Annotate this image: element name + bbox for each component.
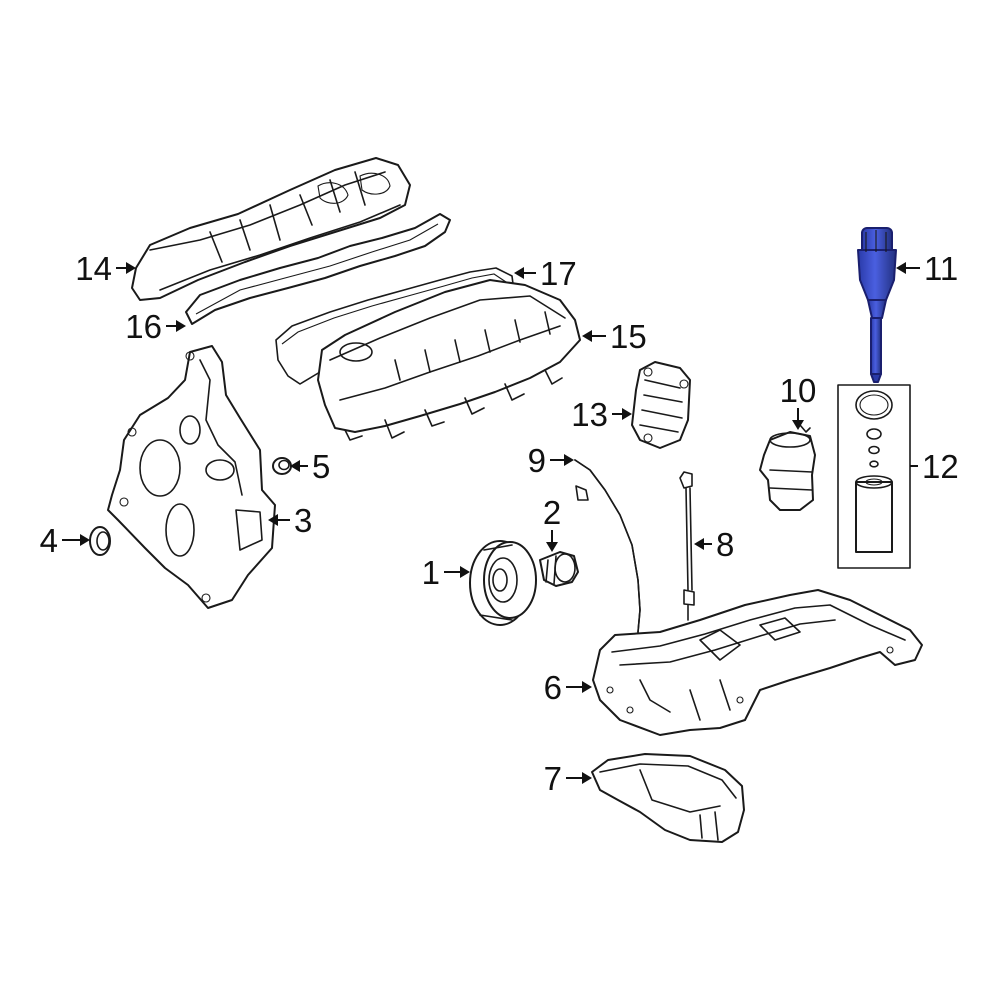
part-6-oil-pan-upper[interactable] — [592, 589, 923, 736]
callout-9: 9 — [528, 442, 546, 479]
part-1-pulley[interactable] — [469, 540, 537, 626]
part-3-timing-cover[interactable] — [107, 345, 276, 609]
part-15-valve-cover[interactable] — [317, 279, 581, 441]
callout-7: 7 — [544, 760, 562, 797]
part-10-filter-housing[interactable] — [759, 424, 816, 511]
callout-10: 10 — [780, 372, 817, 409]
part-13-oil-cooler[interactable] — [631, 361, 691, 449]
part-16-gasket[interactable] — [185, 213, 451, 325]
callout-15: 15 — [610, 318, 647, 355]
part-14-intake-cover[interactable] — [131, 157, 411, 301]
callout-17: 17 — [540, 255, 577, 292]
callout-6: 6 — [544, 669, 562, 706]
part-2-plug[interactable] — [539, 551, 579, 587]
callout-13: 13 — [571, 396, 608, 433]
callout-14: 14 — [75, 250, 112, 287]
callout-3: 3 — [294, 502, 312, 539]
callout-11: 11 — [924, 250, 958, 287]
callout-12: 12 — [922, 448, 959, 485]
callout-5: 5 — [312, 448, 330, 485]
part-9-dipstick-tube[interactable] — [574, 459, 641, 633]
part-7-oil-pan-lower[interactable] — [591, 753, 745, 843]
callout-labels: 1 2 3 4 5 6 7 8 9 10 11 12 13 14 15 16 1… — [40, 250, 959, 797]
part-8-dipstick[interactable] — [679, 471, 695, 621]
callout-1: 1 — [422, 554, 440, 591]
part-12-filter-kit[interactable] — [837, 384, 911, 569]
callout-16: 16 — [125, 308, 162, 345]
part-4-seal[interactable] — [89, 526, 111, 556]
part-11-oil-filler-cap[interactable] — [857, 227, 897, 383]
callout-4: 4 — [40, 522, 58, 559]
leader-lines — [62, 262, 920, 784]
callout-2: 2 — [543, 494, 561, 531]
part-5-plug[interactable] — [272, 457, 292, 475]
callout-8: 8 — [716, 526, 734, 563]
